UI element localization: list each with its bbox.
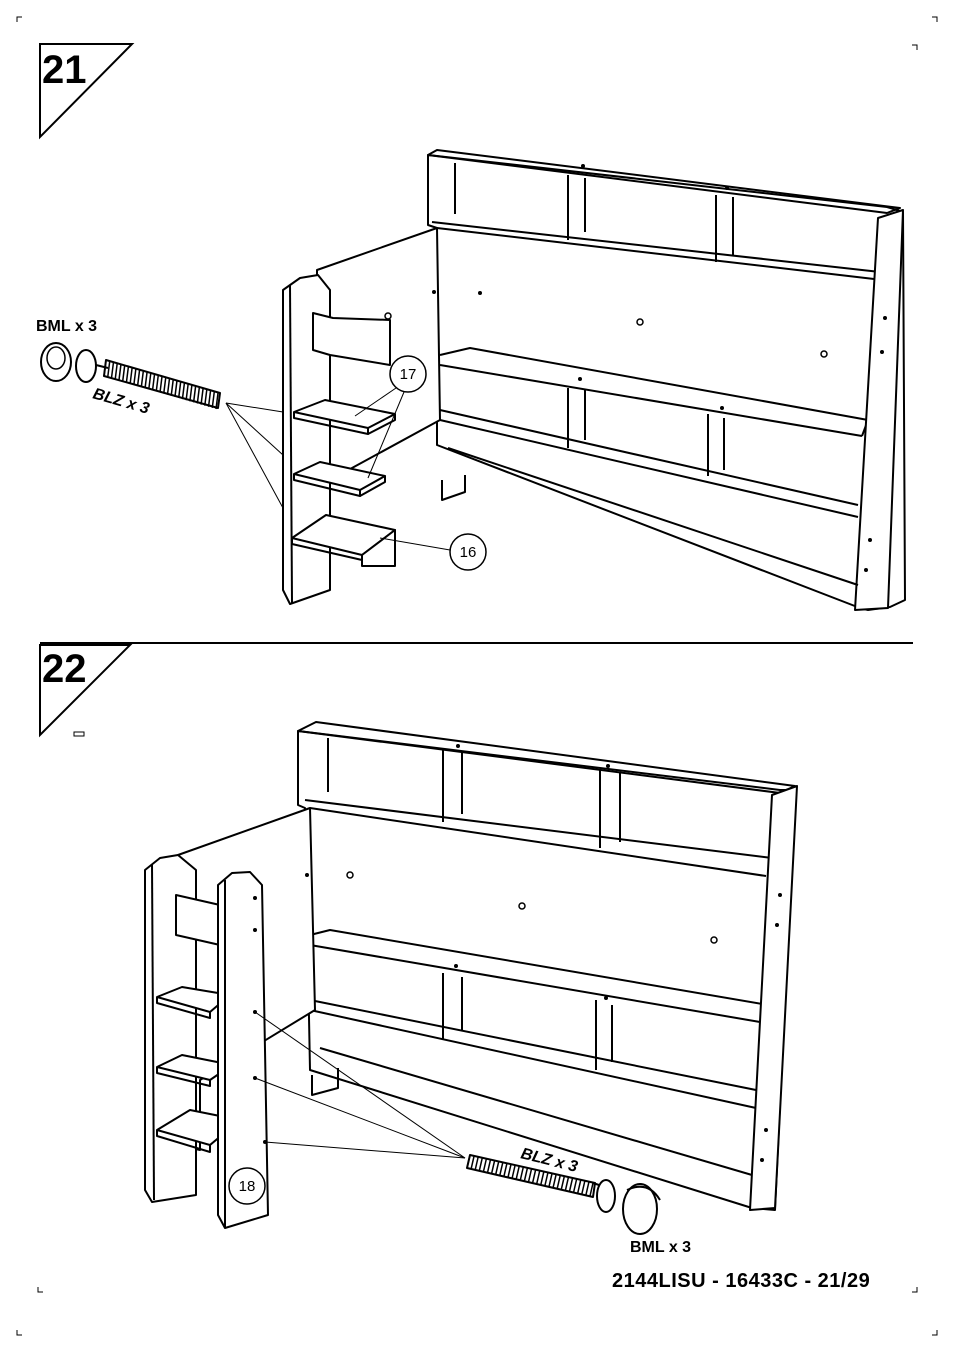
thread-ridge	[136, 369, 141, 386]
thread-ridge	[589, 1182, 594, 1197]
thread-ridge	[200, 388, 204, 405]
thread-ridge	[568, 1178, 574, 1192]
thread-ridge	[166, 378, 171, 395]
thread-ridge	[478, 1157, 484, 1171]
step-22-bolt-thread	[466, 1154, 596, 1198]
thread-ridge	[474, 1156, 479, 1171]
thread-ridge	[470, 1155, 475, 1170]
thread-ridge	[560, 1176, 566, 1190]
thread-ridge	[585, 1181, 590, 1196]
thread-ridge	[527, 1168, 533, 1183]
callout-18: 18	[228, 1167, 266, 1205]
thread-ridge	[490, 1160, 496, 1174]
step-21-bed-headboard	[225, 149, 906, 611]
callout-16: 16	[379, 533, 487, 571]
svg-text:18: 18	[239, 1178, 256, 1195]
thread-ridge	[185, 384, 189, 401]
thread-ridge	[215, 392, 219, 410]
step-21-badge: 21	[39, 43, 135, 140]
thread-ridge	[103, 359, 107, 377]
thread-ridge	[548, 1173, 553, 1187]
step-22-bml-label: BML x 3	[630, 1239, 691, 1256]
thread-ridge	[162, 377, 167, 394]
step-21-blz-label: BLZ x 3	[91, 386, 151, 418]
thread-ridge	[125, 366, 130, 383]
thread-ridge	[133, 368, 137, 385]
thread-ridge	[499, 1162, 504, 1176]
thread-ridge	[170, 379, 174, 396]
thread-ridge	[576, 1180, 582, 1194]
crop-marks	[16, 16, 938, 1336]
thread-ridge	[211, 391, 216, 408]
thread-ridge	[531, 1169, 537, 1184]
thread-ridge	[466, 1154, 471, 1169]
thread-ridge	[189, 385, 193, 402]
thread-ridge	[486, 1159, 492, 1173]
thread-ridge	[503, 1163, 508, 1177]
step-21-bml-label: BML x 3	[36, 318, 97, 335]
thread-ridge	[129, 367, 133, 384]
thread-ridge	[482, 1158, 488, 1172]
thread-ridge	[196, 387, 201, 404]
thread-ridge	[148, 373, 152, 390]
thread-ridge	[572, 1179, 578, 1193]
thread-ridge	[581, 1180, 586, 1195]
thread-ridge	[159, 376, 163, 393]
step-21-bolt-thread	[103, 359, 221, 410]
thread-ridge	[207, 390, 212, 407]
thread-ridge	[181, 383, 186, 400]
thread-ridge	[177, 381, 182, 399]
thread-ridge	[552, 1174, 557, 1188]
thread-ridge	[519, 1166, 525, 1181]
svg-text:17: 17	[400, 366, 417, 383]
thread-ridge	[192, 386, 197, 403]
step-22-bed-assembly	[144, 721, 798, 1229]
thread-ridge	[155, 375, 160, 392]
thread-ridge	[114, 363, 118, 380]
thread-ridge	[118, 364, 122, 381]
thread-ridge	[494, 1161, 500, 1175]
thread-ridge	[564, 1177, 570, 1191]
step-21-hardware	[40, 342, 221, 410]
thread-ridge	[144, 372, 148, 389]
thread-ridge	[511, 1165, 516, 1179]
thread-ridge	[507, 1164, 512, 1178]
callout-17: 17	[354, 355, 427, 479]
thread-ridge	[106, 361, 111, 378]
thread-ridge	[140, 370, 145, 388]
thread-ridge	[523, 1167, 529, 1182]
thread-ridge	[174, 380, 178, 397]
thread-ridge	[535, 1170, 541, 1185]
thread-ridge	[121, 365, 126, 382]
step-22-hardware	[466, 1154, 661, 1235]
thread-ridge	[515, 1166, 520, 1180]
thread-ridge	[110, 362, 115, 379]
thread-ridge	[544, 1172, 549, 1186]
thread-ridge	[540, 1171, 545, 1185]
step-22-number: 22	[42, 647, 87, 691]
step-22-badge: 22	[39, 644, 133, 738]
svg-text:16: 16	[460, 544, 477, 561]
thread-ridge	[556, 1175, 561, 1189]
page-footer: 2144LISU - 16433C - 21/29	[612, 1270, 871, 1292]
step-21-number: 21	[42, 48, 87, 92]
thread-ridge	[204, 389, 208, 406]
thread-ridge	[151, 374, 156, 391]
